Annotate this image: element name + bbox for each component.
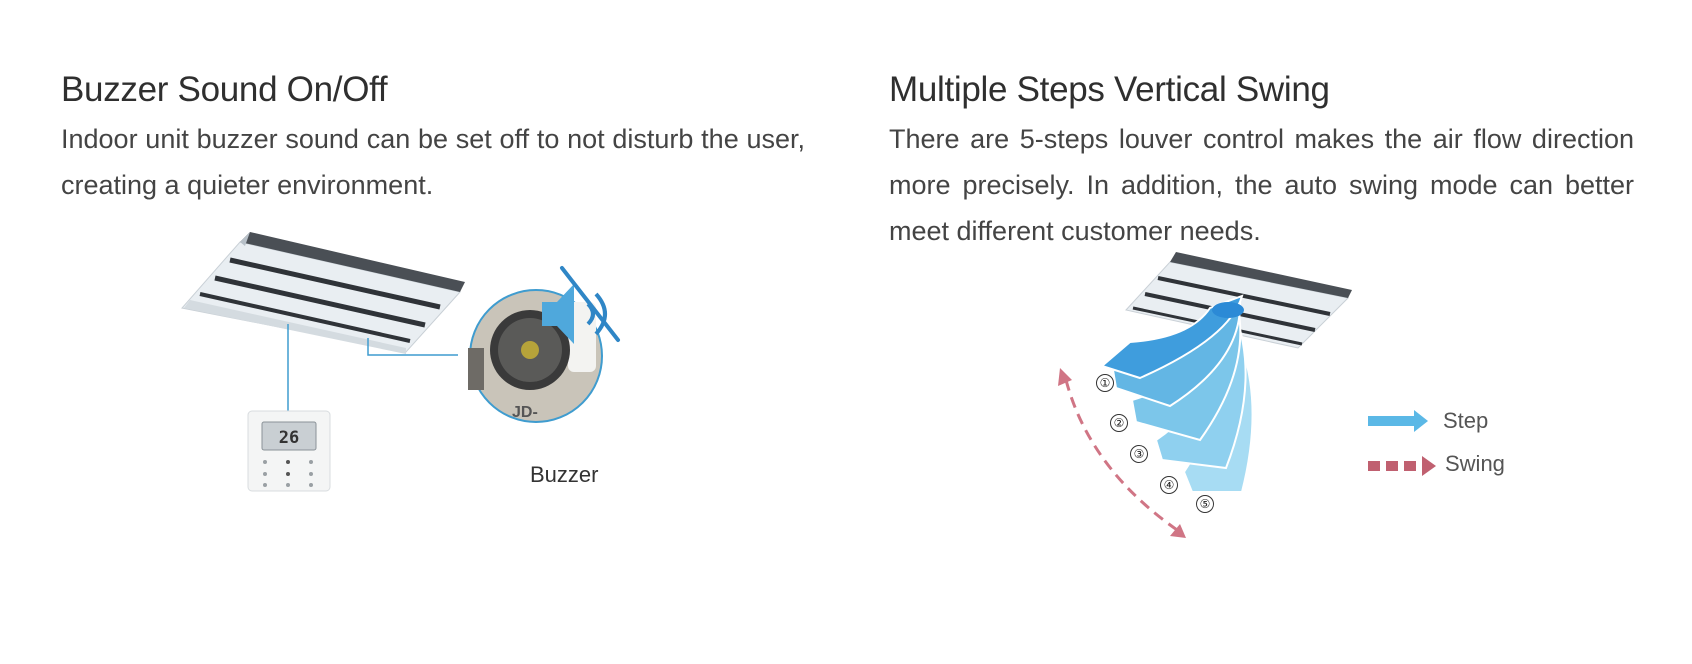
indoor-unit-image (181, 232, 465, 354)
board-text: JD- (512, 404, 538, 421)
vertical-swing-illustration: ① ② ③ ④ ⑤ Step Swing (1030, 250, 1550, 550)
step-3-marker: ③ (1130, 445, 1148, 463)
legend-swing-label: Swing (1445, 451, 1505, 476)
wired-remote-image (247, 410, 331, 492)
buzzer-description: Indoor unit buzzer sound can be set off … (61, 124, 805, 200)
buzzer-section: Buzzer Sound On/Off Indoor unit buzzer s… (61, 66, 805, 208)
buzzer-label: Buzzer (530, 462, 599, 487)
speaker-muted-icon (542, 266, 620, 344)
legend-step-label: Step (1443, 408, 1489, 433)
buzzer-illustration: 26 JD- Buzzer (170, 230, 690, 540)
vertical-swing-section: Multiple Steps Vertical Swing There are … (889, 66, 1634, 254)
buzzer-closeup-image (468, 289, 603, 423)
buzzer-connector-line (367, 338, 458, 356)
step-4-marker: ④ (1160, 476, 1178, 494)
swing-arrow (1058, 368, 1186, 538)
legend-swing-arrow (1368, 456, 1436, 476)
step-5-marker: ⑤ (1196, 495, 1214, 513)
step-1-marker: ① (1096, 374, 1114, 392)
step-2-marker: ② (1110, 414, 1128, 432)
airflow-steps-graphic (1099, 294, 1254, 493)
buzzer-title: Buzzer Sound On/Off (61, 70, 388, 109)
vertical-swing-title: Multiple Steps Vertical Swing (889, 70, 1330, 109)
remote-display-text: 26 (279, 428, 299, 448)
legend-step-arrow (1368, 410, 1428, 432)
vertical-swing-description: There are 5-steps louver control makes t… (889, 124, 1634, 246)
